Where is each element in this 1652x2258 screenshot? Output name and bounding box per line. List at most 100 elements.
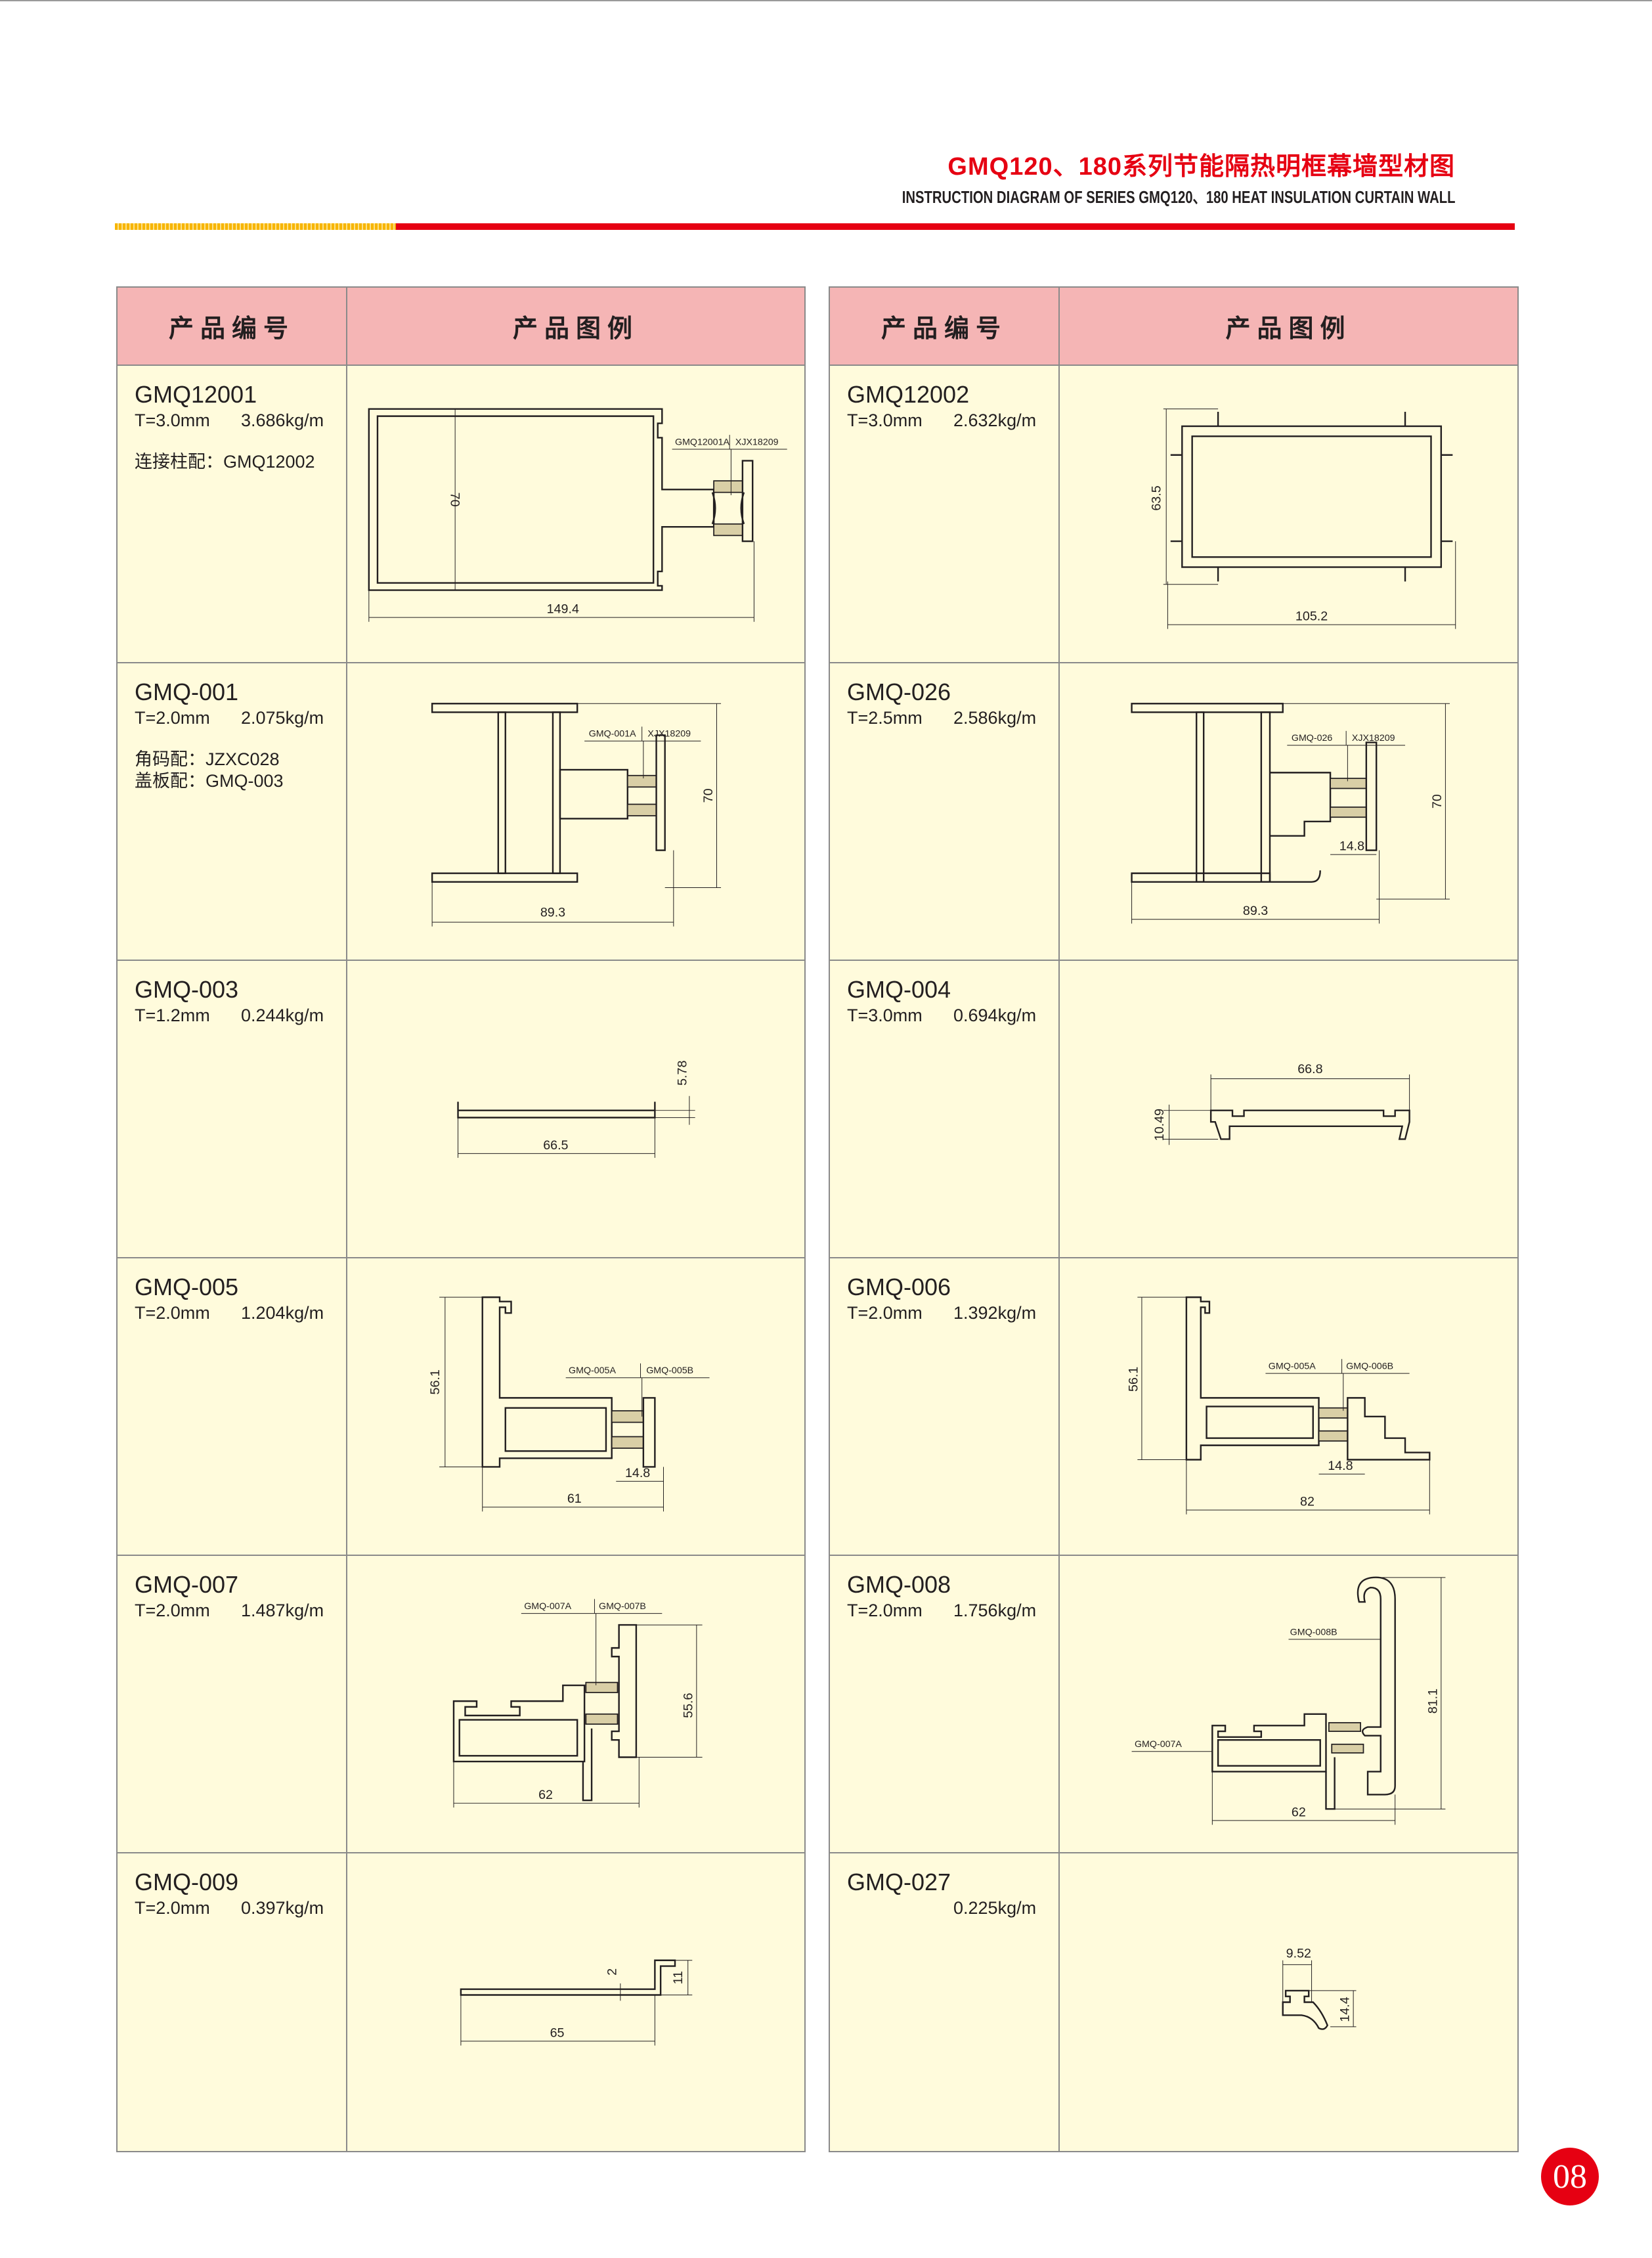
thermal-strip — [611, 1436, 644, 1449]
weight: 0.244kg/m — [241, 1006, 324, 1025]
note: 连接柱配：GMQ12002 — [135, 452, 315, 472]
product-code: GMQ12002 — [847, 381, 970, 408]
profile-drawing: 9.52 14.4 — [1282, 1946, 1357, 2030]
outer-plate — [642, 1397, 656, 1468]
product-code: GMQ-026 — [847, 678, 951, 705]
top-flange — [431, 703, 578, 713]
dim-thickness: 5.78 — [676, 1061, 690, 1086]
web — [497, 711, 506, 874]
dim-line-height — [439, 1296, 483, 1467]
outer-profile — [611, 1624, 638, 1758]
profile-drawing: 70 14.8 89.3 GMQ-026 XJX18209 — [1131, 703, 1450, 924]
profile-outline — [481, 1296, 613, 1468]
profile-drawing: 70 149.4 GMQ12001A XJX18209 — [368, 408, 787, 622]
note: 角码配：JZXC028 — [135, 749, 280, 769]
weight: 1.756kg/m — [953, 1601, 1037, 1620]
product-diagram: 2 11 65 — [347, 1853, 804, 2151]
header-bar — [115, 223, 1515, 230]
product-diagram: 70 14.8 89.3 GMQ-026 XJX18209 — [1060, 663, 1517, 960]
thermal-strip — [1328, 1722, 1361, 1732]
thickness: T=2.0mm — [847, 1601, 923, 1620]
dim-line-width — [1210, 1074, 1410, 1111]
profile-drawing: 66.8 10.49 — [1152, 1062, 1410, 1145]
dim-height: 10.49 — [1152, 1109, 1167, 1141]
dim-line-width — [453, 1757, 640, 1808]
thermal-strip — [626, 774, 657, 788]
product-code: GMQ-003 — [135, 976, 239, 1003]
profile-inner — [1191, 435, 1432, 558]
product-diagram: 63.5 105.2 — [1060, 366, 1517, 662]
profile-outline — [1211, 1713, 1327, 1773]
part-label: GMQ-007B — [599, 1601, 646, 1612]
flanges — [1170, 412, 1453, 582]
stepped-profile — [1347, 1397, 1431, 1461]
product-code: GMQ-005 — [135, 1273, 239, 1300]
profile-drawing: 2 11 65 — [460, 1959, 693, 2046]
part-label: GMQ-007A — [524, 1601, 571, 1612]
web — [1260, 711, 1271, 883]
product-diagram: 70 149.4 GMQ12001A XJX18209 — [347, 366, 804, 662]
dim-line-width — [1167, 541, 1456, 629]
profile-drawing: 81.1 62 GMQ-008B GMQ-007A — [1131, 1576, 1446, 1825]
thickness: T=2.0mm — [135, 1898, 210, 1918]
thickness: T=3.0mm — [847, 1006, 923, 1025]
dim-line-height — [636, 1624, 703, 1758]
product-code: GMQ-006 — [847, 1273, 951, 1300]
thermal-strip — [585, 1713, 619, 1725]
profile-inner — [1217, 1739, 1321, 1767]
product-diagram: 56.1 14.8 82 GMQ-005A GMQ-006B — [1060, 1258, 1517, 1555]
dim-line-height — [1282, 703, 1450, 900]
part-label: GMQ-005A — [1269, 1361, 1316, 1372]
web — [552, 711, 561, 874]
thermal-strip — [1330, 807, 1367, 818]
thermal-strip — [1331, 1743, 1364, 1754]
profile-outline — [1209, 1109, 1410, 1140]
dim-height: 70 — [1430, 794, 1445, 808]
dim-line-width — [1282, 1960, 1313, 2003]
dim-height: 81.1 — [1425, 1689, 1440, 1714]
label-leader — [565, 1363, 710, 1417]
product-code: GMQ-004 — [847, 976, 951, 1003]
dim-line-width — [1186, 1459, 1430, 1515]
lower-leg — [582, 1728, 593, 1802]
profile-drawing: 56.1 14.8 61 GMQ-005A GMQ-005B — [428, 1296, 710, 1512]
outer-plate — [741, 460, 754, 542]
weight: 1.204kg/m — [241, 1303, 324, 1323]
product-diagram: 56.1 14.8 61 GMQ-005A GMQ-005B — [347, 1258, 804, 1555]
weight: 0.225kg/m — [953, 1898, 1037, 1918]
part-label: GMQ-005B — [646, 1365, 693, 1376]
connector — [711, 492, 745, 525]
dim-height: 11 — [671, 1971, 685, 1985]
profile-outline — [1181, 425, 1443, 568]
label-leader — [1131, 1639, 1381, 1752]
profile-outline — [368, 408, 715, 591]
product-spec: T=2.0mm 1.756kg/m — [847, 1599, 1058, 1622]
thermal-strip — [626, 803, 657, 816]
product-spec: 0.225kg/m — [847, 1897, 1058, 1919]
dim-thickness: 2 — [605, 1968, 619, 1976]
weight: 1.392kg/m — [953, 1303, 1037, 1323]
table-header: 产品编号 产品图例 — [830, 288, 1517, 366]
profile-drawing: 70 89.3 GMQ-001A XJX18209 — [431, 703, 722, 927]
label-leader — [584, 726, 701, 779]
top-flange — [1131, 703, 1284, 713]
dim-width: 65 — [550, 2026, 565, 2040]
weight: 3.686kg/m — [241, 410, 324, 430]
dim-line-width — [1211, 1771, 1396, 1825]
profile-drawing: 55.6 62 GMQ-007A GMQ-007B — [452, 1599, 703, 1808]
weight: 2.075kg/m — [241, 708, 324, 728]
dim-height: 14.4 — [1338, 1997, 1353, 2022]
